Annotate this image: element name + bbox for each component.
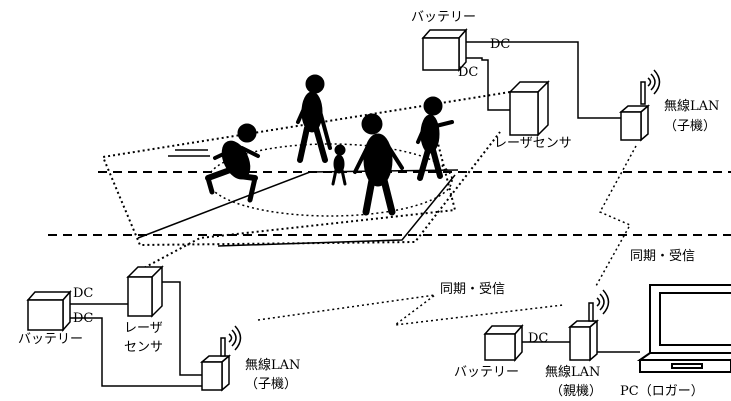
- top-sensor-label: レーザセンサ: [494, 136, 572, 151]
- sync-left-label: 同期・受信: [440, 282, 506, 297]
- runner-2: [296, 74, 332, 163]
- wireless-lan-icon-left: [199, 325, 242, 392]
- top-dc-label-a: DC: [490, 37, 511, 52]
- top-lan-label-sub: （子機）: [664, 119, 717, 134]
- base-dc-label: DC: [528, 331, 549, 346]
- laser-sensor-icon-left: [126, 265, 164, 318]
- speed-lines: [168, 149, 210, 157]
- sync-link-left: [257, 294, 564, 327]
- battery-icon: [421, 28, 468, 72]
- laptop-icon: [636, 284, 731, 373]
- left-battery-label: バッテリー: [18, 332, 84, 347]
- runner-1: [205, 123, 260, 203]
- sync-link-right: [595, 145, 637, 287]
- left-sensor-label-sub: センサ: [124, 340, 164, 355]
- top-lan-label: 無線LAN: [664, 99, 720, 114]
- laser-sensor-icon: [508, 80, 550, 137]
- left-dc-label-b: DC: [73, 311, 94, 326]
- base-lan-label: 無線LAN: [545, 365, 601, 380]
- pc-logger-label: PC（ロガー）: [620, 384, 704, 399]
- top-wires: [466, 41, 621, 119]
- runner-child: [331, 144, 347, 186]
- sync-right-label: 同期・受信: [630, 249, 696, 264]
- top-dc-label-b: DC: [458, 65, 479, 80]
- base-wires: [522, 341, 640, 353]
- runner-4: [416, 96, 454, 181]
- battery-icon-left: [26, 290, 72, 332]
- base-battery-label: バッテリー: [454, 365, 520, 380]
- left-dc-label-a: DC: [73, 286, 94, 301]
- scan-floor: [137, 169, 459, 247]
- left-lan-label-sub: （子機）: [245, 377, 298, 392]
- left-sensor-label: レーザ: [124, 321, 163, 336]
- base-lan-label-sub: （親機）: [550, 384, 603, 399]
- left-lan-label: 無線LAN: [245, 358, 301, 373]
- wireless-lan-icon: [618, 69, 661, 142]
- left-wires: [70, 281, 202, 387]
- runner-3: [353, 113, 404, 216]
- left-scan-area: [139, 119, 457, 271]
- track-lanes: [48, 171, 731, 236]
- wireless-lan-icon-base: [567, 289, 610, 362]
- battery-icon-base: [483, 324, 524, 362]
- top-battery-label: バッテリー: [411, 10, 477, 25]
- runner-icon: [205, 74, 454, 216]
